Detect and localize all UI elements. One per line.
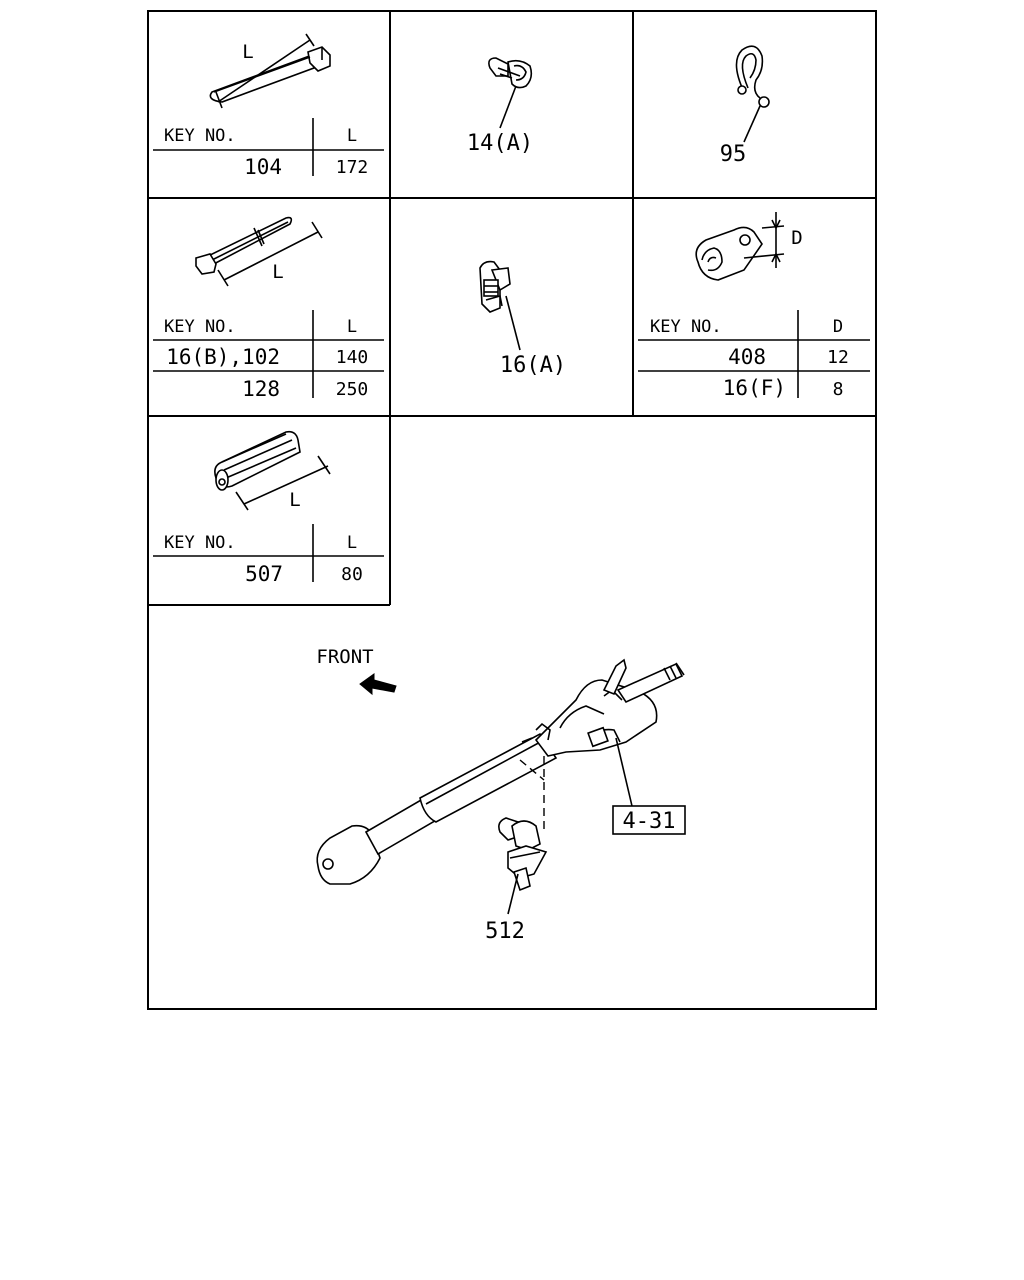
panel-clip-95: 95 <box>720 45 770 167</box>
edge-protector-icon <box>214 430 331 511</box>
loop-clip-icon <box>735 45 770 108</box>
protector-507-header-col: L <box>347 533 357 553</box>
column-callout-box <box>612 805 686 835</box>
tie-104-row-key: 104 <box>244 155 282 179</box>
tie-16b-header-key: KEY NO. <box>164 317 236 337</box>
clip-14a-callout: 14(A) <box>467 131 533 156</box>
clamp-408-header-key: KEY NO. <box>650 317 722 337</box>
clip-512-callout: 512 <box>485 919 525 944</box>
cable-tie-icon <box>195 216 323 287</box>
tie-104-dim-label: L <box>242 41 253 63</box>
clamp-408-row1-key: 408 <box>728 345 766 369</box>
clamp-408-dim-label: D <box>791 227 802 249</box>
panel-tie-16b: L KEY NO. L 16(B),102 140 128 250 <box>153 216 384 401</box>
clamp-408-row1-val: 12 <box>827 347 849 368</box>
panel-tie-104: L KEY NO. L 104 172 <box>153 33 384 179</box>
panel-clamp-408: D KEY NO. D 408 12 16(F) 8 <box>638 212 870 400</box>
protector-507-row-key: 507 <box>245 562 283 586</box>
panel-clip-16a: 16(A) <box>479 260 566 378</box>
clamp-408-row2-val: 8 <box>833 379 844 400</box>
tie-104-header-col: L <box>347 126 357 146</box>
tie-16b-row1-val: 140 <box>336 347 369 368</box>
tie-16b-dim-label: L <box>272 261 283 283</box>
tie-16b-header-col: L <box>347 317 357 337</box>
tie-16b-row2-val: 250 <box>336 379 369 400</box>
edge-clip-icon <box>479 260 511 313</box>
cable-tie-icon <box>209 33 331 109</box>
protector-507-dim-label: L <box>289 489 300 511</box>
frame <box>147 10 877 1010</box>
harness-clip-icon <box>498 817 548 892</box>
clip-16a-callout: 16(A) <box>500 353 566 378</box>
protector-507-header-key: KEY NO. <box>164 533 236 553</box>
harness-clip-icon <box>488 57 533 89</box>
clamp-408-header-col: D <box>833 317 843 337</box>
panel-protector-507: L KEY NO. L 507 80 <box>153 430 384 586</box>
tie-16b-row1-key: 16(B),102 <box>166 345 280 369</box>
tie-16b-row2-key: 128 <box>242 377 280 401</box>
main-assembly: FRONT <box>316 646 686 944</box>
column-callout: 4-31 <box>623 809 676 834</box>
p-clamp-icon <box>695 212 785 281</box>
front-label: FRONT <box>316 646 373 668</box>
clip-95-callout: 95 <box>720 142 747 167</box>
steering-column-icon <box>316 658 685 885</box>
panel-clip-14a: 14(A) <box>467 57 533 156</box>
clamp-408-row2-key: 16(F) <box>723 376 786 400</box>
protector-507-row-val: 80 <box>341 564 363 585</box>
tie-104-header-key: KEY NO. <box>164 126 236 146</box>
front-arrow-icon <box>359 673 397 696</box>
tie-104-row-val: 172 <box>336 157 369 178</box>
